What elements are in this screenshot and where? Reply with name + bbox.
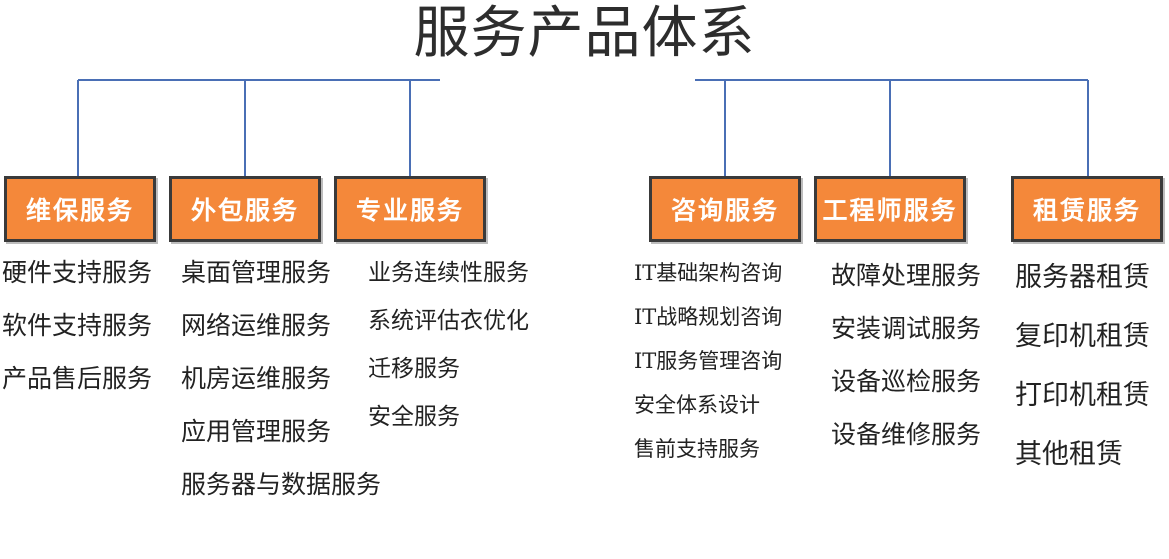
category-label: 外包服务 — [190, 196, 299, 225]
list-item: 软件支持服务 — [2, 311, 153, 340]
list-zixun: IT基础架构咨询 IT战略规划咨询 IT服务管理咨询 安全体系设计 售前支持服务 — [634, 251, 782, 471]
list-item: 售前支持服务 — [634, 437, 760, 461]
category-label: 租赁服务 — [1032, 196, 1141, 225]
list-item: 其他租赁 — [1015, 439, 1123, 470]
list-item: IT战略规划咨询 — [634, 305, 783, 329]
category-box-zulin: 租赁服务 — [1011, 176, 1163, 242]
list-weibao: 硬件支持服务 软件支持服务 产品售后服务 — [2, 246, 152, 405]
list-item: 网络运维服务 — [181, 311, 332, 340]
category-label: 专业服务 — [355, 196, 464, 225]
list-zhuanye: 业务连续性服务 系统评估衣优化 迁移服务 安全服务 — [368, 249, 529, 441]
list-item: 打印机租赁 — [1015, 380, 1150, 411]
list-item: 设备巡检服务 — [831, 367, 982, 396]
list-zulin: 服务器租赁 复印机租赁 打印机租赁 其他租赁 — [1015, 248, 1150, 484]
list-item: 故障处理服务 — [831, 261, 982, 290]
category-box-weibao: 维保服务 — [4, 176, 156, 242]
category-box-waibao: 外包服务 — [169, 176, 321, 242]
list-item: 应用管理服务 — [181, 417, 332, 446]
list-item: 机房运维服务 — [181, 364, 332, 393]
list-gongchengshi: 故障处理服务 安装调试服务 设备巡检服务 设备维修服务 — [831, 249, 981, 461]
list-item: IT基础架构咨询 — [634, 261, 783, 285]
diagram-title: 服务产品体系 — [413, 1, 756, 66]
list-item: 设备维修服务 — [831, 420, 982, 449]
list-item: 硬件支持服务 — [2, 258, 153, 287]
list-item: 安装调试服务 — [831, 314, 982, 343]
list-item: 安全服务 — [368, 404, 460, 430]
list-item: 安全体系设计 — [634, 393, 760, 417]
category-label: 工程师服务 — [822, 196, 958, 225]
list-item: 服务器与数据服务 — [181, 470, 382, 499]
list-item: 产品售后服务 — [2, 364, 153, 393]
category-box-gongchengshi: 工程师服务 — [814, 176, 966, 242]
list-item: 系统评估衣优化 — [368, 308, 529, 334]
list-item: 复印机租赁 — [1015, 321, 1150, 352]
list-item: 服务器租赁 — [1015, 262, 1150, 293]
list-waibao: 桌面管理服务 网络运维服务 机房运维服务 应用管理服务 服务器与数据服务 — [181, 246, 381, 511]
category-box-zhuanye: 专业服务 — [334, 176, 486, 242]
list-item: 迁移服务 — [368, 356, 460, 382]
list-item: 桌面管理服务 — [181, 258, 332, 287]
list-item: 业务连续性服务 — [368, 260, 529, 286]
category-label: 咨询服务 — [670, 196, 779, 225]
category-box-zixun: 咨询服务 — [649, 176, 801, 242]
list-item: IT服务管理咨询 — [634, 349, 783, 373]
category-label: 维保服务 — [25, 196, 134, 225]
